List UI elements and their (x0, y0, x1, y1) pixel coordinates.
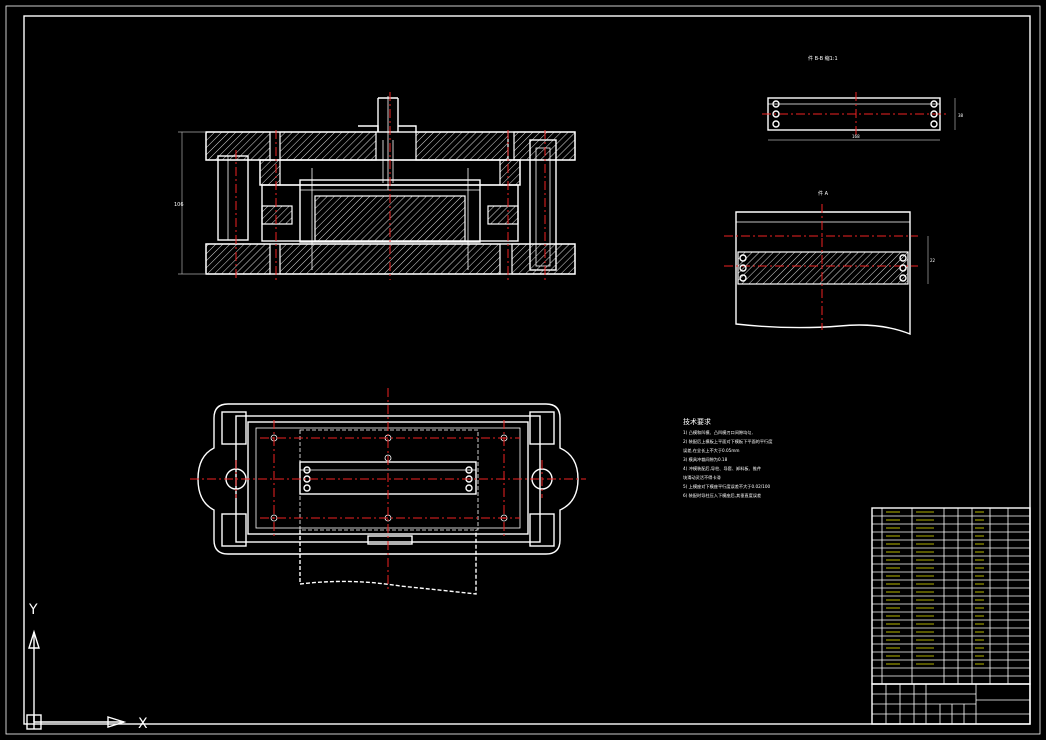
parts-list-table (871, 507, 1031, 685)
outer-sheet-border (5, 5, 1041, 735)
plan-view (190, 388, 586, 595)
view-label-a: 件 A (818, 190, 829, 197)
tech-req-item: 5) 上模座对下模座平行度误差不大于0.02/100 (683, 483, 771, 490)
part-section-view: 件 B-B 缩1:1 168 38 (762, 55, 964, 141)
tech-req-item: 1) 凸模和凹模、凸凹模刃口间隙均匀, (683, 429, 753, 436)
y-axis-label: Y (28, 602, 38, 618)
tech-req-item: 4) 冲模装配后,导柱、导套、卸料板、推件 (683, 465, 761, 472)
ucs-axis-icon: Y X (26, 602, 148, 732)
part-length-dim: 168 (852, 134, 860, 139)
inner-drawing-frame (23, 15, 1031, 725)
front-section-view: 106 (174, 92, 576, 280)
part-width-dim: 38 (958, 113, 964, 118)
technical-requirements: 技术要求 1) 凸模和凹模、凸凹模刃口间隙均匀, 2) 装配后上模板上平面对下模… (683, 417, 773, 499)
part-height-dim: 22 (930, 258, 936, 263)
title-block (871, 683, 1031, 725)
x-axis-label: X (138, 716, 148, 732)
view-label-b: 件 B-B 缩1:1 (808, 55, 838, 62)
tech-req-item: 块滑动灵活不得卡滞 (683, 474, 721, 481)
part-detail-view: 件 A 22 (724, 190, 936, 336)
tech-req-item: 误差,在全长上不大于0.05mm (683, 447, 740, 454)
tech-req-item: 6) 装配时导柱压入下模座后,其垂直度误差 (683, 492, 761, 499)
tech-req-item: 3) 模具冲裁间隙为0.18 (683, 456, 728, 463)
front-height-dim: 106 (174, 202, 184, 208)
tech-req-item: 2) 装配后上模板上平面对下模板下平面的平行度 (683, 438, 773, 445)
tech-req-title: 技术要求 (683, 417, 711, 426)
